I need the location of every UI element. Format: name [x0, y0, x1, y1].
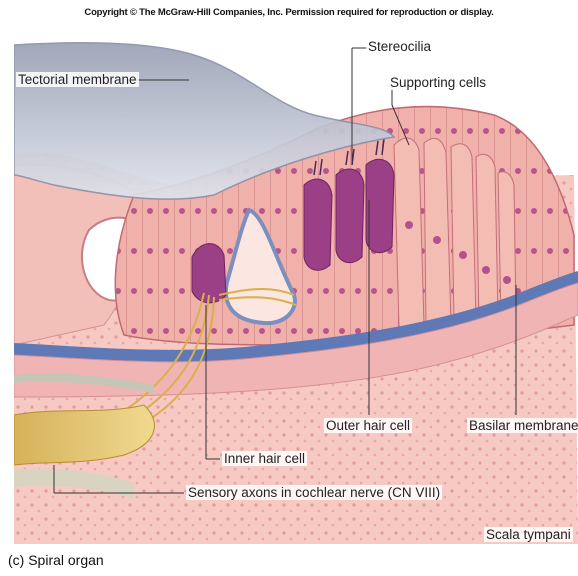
label-outer-hair-cell: Outer hair cell [324, 418, 412, 433]
label-tectorial-membrane: Tectorial membrane [16, 72, 139, 87]
spiral-organ-illustration: Tectorial membrane Stereocilia Supportin… [14, 25, 578, 544]
label-inner-hair-cell: Inner hair cell [222, 451, 307, 466]
figure-caption: (c) Spiral organ [8, 552, 104, 568]
label-stereocilia: Stereocilia [366, 39, 433, 54]
label-basilar-membrane: Basilar membrane [467, 418, 578, 433]
spiral-organ-drawing [14, 25, 578, 544]
label-sensory-axons: Sensory axons in cochlear nerve (CN VIII… [186, 485, 442, 500]
label-supporting-cells: Supporting cells [388, 75, 488, 90]
label-scala-tympani: Scala tympani [484, 527, 573, 542]
copyright-notice: Copyright © The McGraw-Hill Companies, I… [0, 7, 578, 18]
